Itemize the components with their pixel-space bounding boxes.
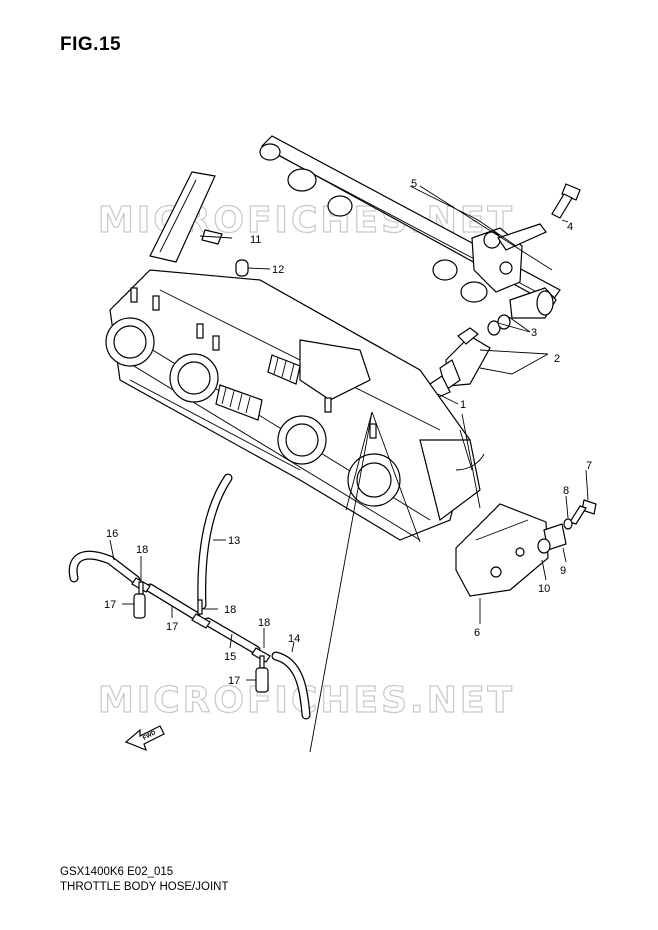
callout-3: 3 bbox=[531, 327, 537, 339]
cap-12 bbox=[235, 259, 249, 277]
fuel-delivery-pipe bbox=[259, 135, 561, 319]
callout-2: 2 bbox=[554, 353, 560, 365]
callout-7: 7 bbox=[586, 460, 592, 472]
bolt-4 bbox=[551, 183, 581, 219]
callout-6: 6 bbox=[474, 627, 480, 639]
callout-1: 1 bbox=[460, 399, 466, 411]
model-code: GSX1400K6 E02_015 bbox=[60, 866, 174, 878]
callout-18-right: 18 bbox=[258, 617, 270, 629]
hose-joints bbox=[131, 577, 271, 693]
o-rings bbox=[487, 314, 511, 336]
callout-15: 15 bbox=[224, 651, 236, 663]
callout-10: 10 bbox=[538, 583, 550, 595]
callout-17-right: 17 bbox=[228, 675, 240, 687]
callout-4: 4 bbox=[567, 221, 573, 233]
fwd-arrow: FWD bbox=[124, 725, 165, 752]
bracket-hardware bbox=[537, 499, 597, 554]
cover-11 bbox=[149, 171, 223, 263]
figure-description: THROTTLE BODY HOSE/JOINT bbox=[60, 881, 229, 893]
callout-11: 11 bbox=[250, 234, 261, 246]
callout-18-left: 18 bbox=[136, 544, 148, 556]
callout-18-middle: 18 bbox=[224, 604, 236, 616]
callout-numbers: 5 4 11 12 3 2 1 7 8 9 10 6 13 16 18 17 1… bbox=[104, 178, 592, 687]
hose-16 bbox=[68, 550, 141, 585]
callout-13: 13 bbox=[228, 535, 240, 547]
callout-17-left: 17 bbox=[104, 599, 116, 611]
callout-16: 16 bbox=[106, 528, 118, 540]
callout-14: 14 bbox=[288, 633, 300, 645]
fuel-injector bbox=[429, 327, 491, 399]
leader-lines bbox=[109, 185, 589, 753]
callout-9: 9 bbox=[560, 565, 566, 577]
hose-13 bbox=[197, 473, 233, 610]
callout-17-middle: 17 bbox=[166, 621, 178, 633]
hose-17 bbox=[145, 583, 201, 621]
hose-14 bbox=[271, 651, 311, 720]
callout-8: 8 bbox=[563, 485, 569, 497]
bracket-6 bbox=[455, 503, 549, 597]
callout-12: 12 bbox=[272, 264, 284, 276]
figure-title: FIG.15 bbox=[60, 34, 122, 55]
throttle-body-assembly bbox=[105, 269, 485, 541]
callout-5: 5 bbox=[411, 178, 417, 190]
